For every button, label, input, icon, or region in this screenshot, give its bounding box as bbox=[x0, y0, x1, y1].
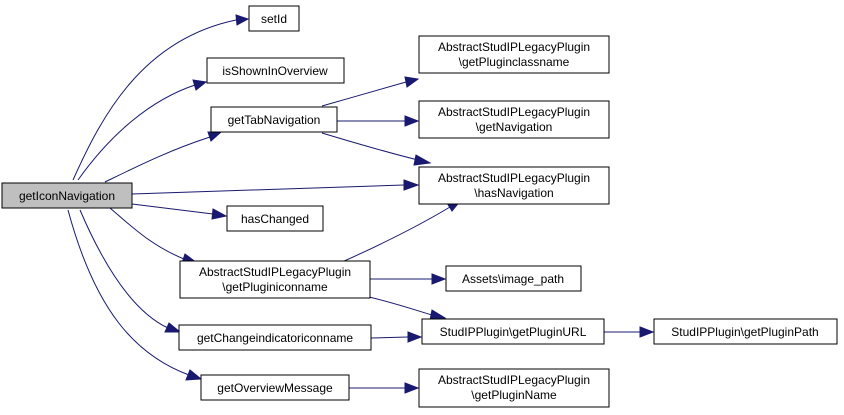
node-get-plugin-path[interactable]: StudIPPlugin\getPluginPath bbox=[653, 318, 838, 345]
edge-root-to-gettabnav bbox=[104, 131, 223, 183]
edge-getpluginurl-to-getpluginpath bbox=[604, 326, 655, 338]
node-get-plugin-classname[interactable]: AbstractStudIPLegacyPlugin \getPlugincla… bbox=[418, 35, 610, 74]
node-get-navigation[interactable]: AbstractStudIPLegacyPlugin \getNavigatio… bbox=[418, 100, 610, 139]
edge-root-to-getchangeindicator bbox=[79, 209, 182, 333]
node-label-line2: \getPluginName bbox=[471, 388, 557, 402]
edge-getpluginicon-to-getpluginurl bbox=[368, 296, 447, 321]
edge-gettabnav-to-hasnavigation bbox=[321, 132, 432, 166]
node-label-line1: AbstractStudIPLegacyPlugin bbox=[438, 40, 590, 54]
node-label: getIconNavigation bbox=[19, 189, 115, 203]
node-label: StudIPPlugin\getPluginPath bbox=[671, 325, 818, 339]
edge-root-to-hasnavigation bbox=[131, 179, 420, 195]
node-label-line1: AbstractStudIPLegacyPlugin bbox=[438, 171, 590, 185]
edge-getpluginicon-to-imagepath bbox=[369, 273, 447, 285]
node-get-plugin-name[interactable]: AbstractStudIPLegacyPlugin \getPluginNam… bbox=[418, 368, 610, 408]
node-label: Assets\image_path bbox=[462, 272, 564, 286]
node-set-id[interactable]: setId bbox=[248, 5, 300, 32]
edge-gettabnav-to-getpluginclassname bbox=[321, 76, 420, 107]
node-label: setId bbox=[261, 12, 287, 26]
edge-root-to-setid bbox=[72, 14, 250, 181]
node-has-navigation[interactable]: AbstractStudIPLegacyPlugin \hasNavigatio… bbox=[418, 166, 610, 205]
edge-root-to-getpluginicon bbox=[109, 207, 199, 264]
node-label: getOverviewMessage bbox=[217, 381, 333, 395]
node-get-changeindicator-iconname[interactable]: getChangeindicatoriconname bbox=[178, 324, 372, 351]
edge-getpluginicon-to-hasnavigation bbox=[341, 199, 463, 263]
node-label-line2: \hasNavigation bbox=[474, 186, 553, 200]
node-label-line1: AbstractStudIPLegacyPlugin bbox=[438, 105, 590, 119]
edge-root-to-isshown bbox=[77, 79, 208, 181]
node-get-overview-message[interactable]: getOverviewMessage bbox=[200, 374, 350, 401]
node-label-line2: \getNavigation bbox=[476, 120, 553, 134]
node-get-plugin-url[interactable]: StudIPPlugin\getPluginURL bbox=[421, 318, 605, 345]
node-get-icon-navigation[interactable]: getIconNavigation bbox=[1, 182, 133, 209]
node-label: getChangeindicatoriconname bbox=[197, 331, 353, 345]
edge-root-to-haschanged bbox=[131, 203, 228, 220]
edge-getoverviewmsg-to-getpluginname bbox=[349, 382, 420, 394]
node-assets-image-path[interactable]: Assets\image_path bbox=[445, 265, 582, 292]
node-label-line1: AbstractStudIPLegacyPlugin bbox=[438, 373, 590, 387]
node-get-tab-navigation[interactable]: getTabNavigation bbox=[210, 106, 338, 133]
node-is-shown-in-overview[interactable]: isShownInOverview bbox=[206, 57, 345, 84]
node-label-line2: \getPluginiconname bbox=[222, 280, 328, 294]
edge-gettabnav-to-getnavigation bbox=[337, 115, 420, 127]
node-label-line1: AbstractStudIPLegacyPlugin bbox=[199, 265, 351, 279]
node-get-plugin-iconname[interactable]: AbstractStudIPLegacyPlugin \getPluginico… bbox=[179, 260, 371, 299]
edge-root-to-getoverviewmsg bbox=[67, 209, 203, 381]
edge-getchangeindicator-to-getpluginurl bbox=[370, 331, 423, 343]
node-has-changed[interactable]: hasChanged bbox=[226, 205, 324, 232]
node-label: StudIPPlugin\getPluginURL bbox=[440, 325, 587, 339]
node-label: getTabNavigation bbox=[228, 113, 321, 127]
node-label: hasChanged bbox=[241, 212, 309, 226]
node-label: isShownInOverview bbox=[222, 64, 328, 78]
node-label-line2: \getPluginclassname bbox=[459, 55, 570, 69]
